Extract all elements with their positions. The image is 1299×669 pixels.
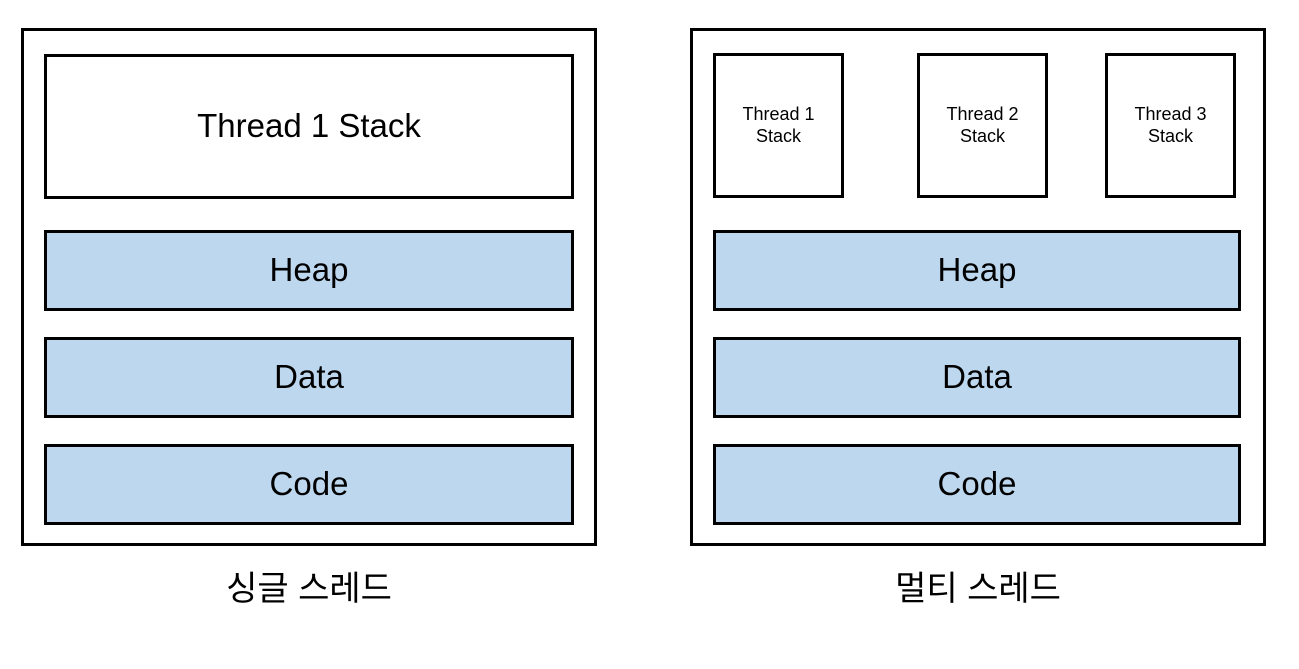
single-heap-block: Heap: [44, 230, 574, 311]
multi-thread-3-stack-line1: Thread 3: [1134, 104, 1207, 125]
single-data-block: Data: [44, 337, 574, 418]
caption-single-thread: 싱글 스레드: [226, 570, 392, 608]
multi-thread-2-stack-line2: Stack: [959, 125, 1005, 146]
multi-thread-1-stack-block: Thread 1 Stack: [713, 53, 844, 198]
multi-thread-3-stack-line2: Stack: [1147, 125, 1193, 146]
multi-code-block: Code: [713, 444, 1241, 525]
multi-thread-2-stack-line1: Thread 2: [946, 104, 1019, 125]
multi-data-block: Data: [713, 337, 1241, 418]
multi-thread-1-stack-line2: Stack: [755, 125, 801, 146]
multi-thread-2-stack-block: Thread 2 Stack: [917, 53, 1048, 198]
single-code-block: Code: [44, 444, 574, 525]
single-thread-stack-block: Thread 1 Stack: [44, 54, 574, 199]
multi-heap-block: Heap: [713, 230, 1241, 311]
caption-multi-thread: 멀티 스레드: [895, 570, 1061, 608]
multi-thread-3-stack-block: Thread 3 Stack: [1105, 53, 1236, 198]
multi-thread-1-stack-line1: Thread 1: [742, 104, 815, 125]
